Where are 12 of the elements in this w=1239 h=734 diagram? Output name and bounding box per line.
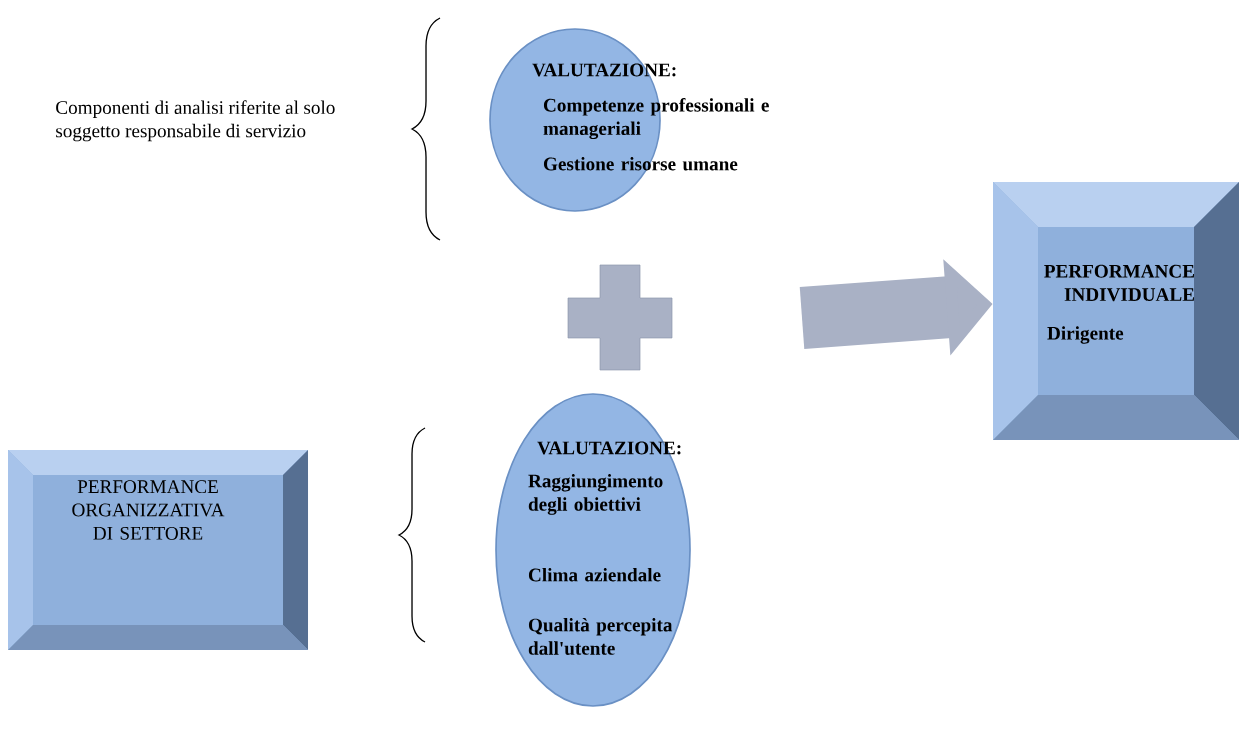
node-text: PERFORMANCE INDIVIDUALE xyxy=(1044,264,1194,302)
node-text: VALUTAZIONE: xyxy=(532,63,676,77)
node-text: Raggiungimento degli obiettivi xyxy=(528,474,663,515)
node-text: VALUTAZIONE: xyxy=(537,441,681,455)
plus-sign xyxy=(567,264,673,371)
node-text: Gestione risorse umane xyxy=(543,157,738,171)
note-text: Componenti di analisi riferite al solo soggetto responsabile di servizio xyxy=(56,100,335,142)
node-text: Clima aziendale xyxy=(528,568,661,582)
node-text: Competenze professionali e manageriali xyxy=(543,98,769,140)
node-text: PERFORMANCE ORGANIZZATIVA DI SETTORE xyxy=(72,480,225,540)
node-text: Qualità percepita dall'utente xyxy=(528,618,673,655)
node-text: Dirigente xyxy=(1047,326,1124,344)
